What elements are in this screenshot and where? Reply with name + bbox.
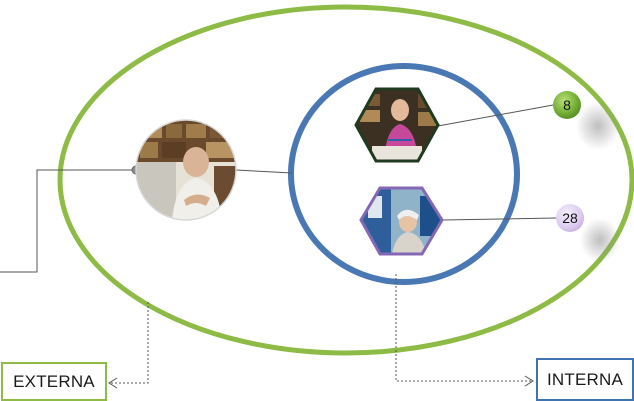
left-connector-line: [0, 169, 136, 273]
badge-top-value: 8: [563, 97, 571, 113]
badge-bottom-shadow: [580, 218, 620, 262]
interna-label-box: INTERNA: [536, 358, 634, 401]
externa-label-box: EXTERNA: [1, 362, 107, 401]
connectors: [0, 104, 557, 389]
externa-dashed-connector: [110, 302, 149, 384]
badge-bottom-circle: [556, 204, 584, 232]
externa-label: EXTERNA: [13, 371, 95, 391]
main-photo-frame: [135, 119, 237, 221]
badge-top-shadow: [576, 102, 620, 150]
interna-label: INTERNA: [546, 369, 624, 389]
badge-top-circle: [553, 91, 581, 119]
inner-circle: [288, 63, 520, 285]
interna-arrowhead: [524, 375, 534, 387]
main-to-inner-line: [235, 169, 293, 174]
interna-dashed-connector: [395, 274, 532, 382]
hex-top-to-badge-line: [437, 104, 554, 127]
badge-bottom-value: 28: [562, 210, 578, 226]
hex-frame-top: [354, 87, 440, 163]
externa-arrowhead: [108, 377, 118, 389]
hex-frame-bottom: [359, 186, 444, 256]
outer-ellipse: [57, 4, 634, 356]
hex-bottom-to-badge-line: [441, 217, 557, 221]
